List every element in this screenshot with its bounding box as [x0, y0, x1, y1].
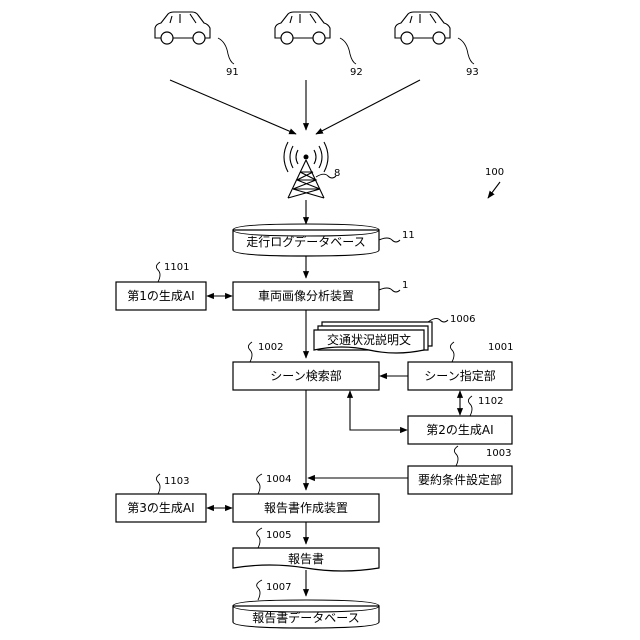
ref-91: 91 [226, 67, 239, 78]
third-generative-ai-label: 第3の生成AI [127, 501, 194, 515]
car-icon-91 [155, 12, 210, 44]
report-document: 報告書 [233, 548, 379, 571]
ref-1006: 1006 [450, 314, 475, 325]
ref-1004: 1004 [266, 474, 291, 485]
ref-1003: 1003 [486, 448, 511, 459]
ref-1101: 1101 [164, 262, 189, 273]
first-generative-ai-label: 第1の生成AI [127, 289, 194, 303]
car-icon-92 [275, 12, 330, 44]
travel-log-database: 走行ログデータベース [233, 224, 379, 256]
ref-93: 93 [466, 67, 479, 78]
second-generative-ai-label: 第2の生成AI [426, 423, 493, 437]
ref-1007: 1007 [266, 582, 291, 593]
ref-1102: 1102 [478, 396, 503, 407]
traffic-description-label: 交通状況説明文 [327, 332, 411, 347]
ref-8: 8 [334, 168, 340, 179]
summary-condition-label: 要約条件設定部 [418, 472, 502, 487]
traffic-description-documents: 交通状況説明文 [314, 322, 432, 353]
ref-1002: 1002 [258, 342, 283, 353]
ref-11: 11 [402, 230, 415, 241]
report-database: 報告書データベース [233, 600, 379, 628]
ref-1103: 1103 [164, 476, 189, 487]
car-icon-93 [395, 12, 450, 44]
ref-1005: 1005 [266, 530, 291, 541]
vehicle-image-analyzer-label: 車両画像分析装置 [258, 289, 354, 303]
report-database-label: 報告書データベース [252, 610, 359, 625]
scene-designation-label: シーン指定部 [424, 368, 495, 383]
travel-log-database-label: 走行ログデータベース [246, 234, 365, 249]
ref-100: 100 [485, 167, 504, 178]
scene-search-label: シーン検索部 [270, 368, 341, 383]
report-label: 報告書 [288, 552, 324, 566]
ref-92: 92 [350, 67, 363, 78]
ref-1: 1 [402, 280, 408, 291]
report-creation-device-label: 報告書作成装置 [264, 501, 348, 515]
ref-1001: 1001 [488, 342, 513, 353]
antenna-icon [284, 142, 328, 198]
